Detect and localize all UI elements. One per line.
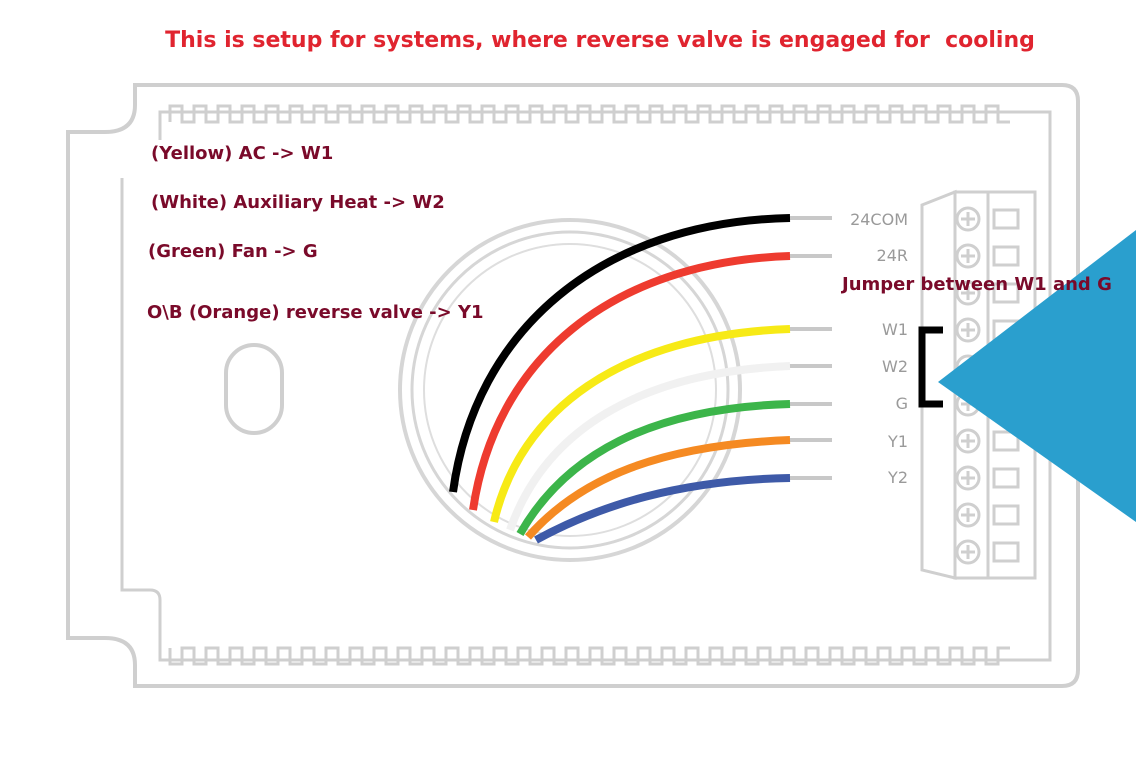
terminal-screws [955,206,1020,565]
mounting-slot [224,343,284,435]
wire-hole-ring-middle [410,230,730,550]
terminal-label-w2: W2 [882,357,908,376]
terminal-label-y2: Y2 [888,468,908,487]
terminal-label-w1: W1 [882,320,908,339]
note-green-fan: (Green) Fan -> G [148,241,318,262]
terminal-screw [955,280,1020,306]
wire-24com [449,214,791,493]
base-plate-outline [66,83,1080,688]
wire-w2 [506,362,791,532]
note-white-aux-heat: (White) Auxiliary Heat -> W2 [151,192,445,213]
vent-top [168,104,1010,124]
terminal-screw [955,428,1020,454]
vent-teeth [168,104,1010,666]
terminal-screw [955,243,1020,269]
wire-hole-ring-outer [398,218,742,562]
diagram-heading: This is setup for systems, where reverse… [165,28,1035,53]
base-plate-inner-outline [120,110,1052,662]
terminal-screw [955,206,1020,232]
wire-y2 [534,474,791,544]
note-orange-reverse-valve: O\B (Orange) reverse valve -> Y1 [147,302,484,323]
note-yellow-ac: (Yellow) AC -> W1 [151,143,334,164]
terminal-label-y1: Y1 [888,432,908,451]
jumper-bracket [918,326,943,408]
terminal-screw [955,465,1020,491]
terminal-screw [955,502,1020,528]
wire-w1 [490,325,791,523]
vent-bottom [168,646,1010,666]
terminal-label-g: G [895,394,908,413]
terminal-label-24r: 24R [876,246,908,265]
jumper-label: Jumper between W1 and G [842,274,1112,295]
wire-24r [469,252,791,511]
wires [449,214,832,544]
wire-g [516,400,791,536]
terminal-screw [955,539,1020,565]
wire-y1 [525,436,791,540]
terminal-label-24com: 24COM [850,210,908,229]
pointer-triangle [938,230,1136,522]
wire-hole-ring-inner [423,243,717,537]
